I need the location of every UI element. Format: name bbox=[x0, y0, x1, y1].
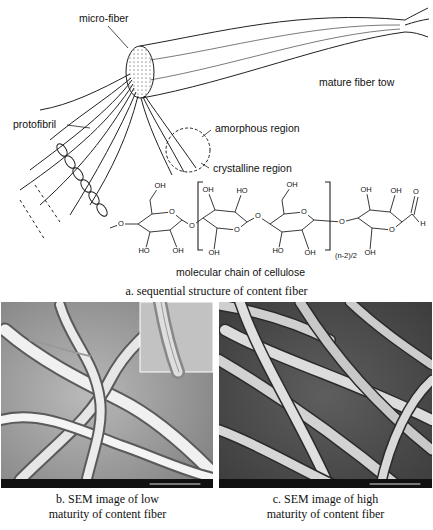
protofibril-line bbox=[143, 97, 184, 172]
atom-label: OH bbox=[285, 181, 298, 189]
atom-label: OH bbox=[201, 186, 214, 194]
part-label: amorphous region bbox=[214, 122, 301, 134]
atom-label: O bbox=[300, 208, 308, 216]
protofibril-line bbox=[40, 74, 130, 110]
part-label: crystalline region bbox=[212, 162, 293, 174]
bond bbox=[170, 230, 177, 248]
figure-caption: a. sequential structure of content fiber bbox=[0, 284, 433, 299]
atom-label: H bbox=[419, 220, 426, 228]
double-bond bbox=[411, 195, 418, 215]
protofibril-line bbox=[50, 78, 131, 140]
fiber-drawing bbox=[20, 8, 429, 240]
tow-tip bbox=[405, 19, 429, 25]
atom-label: O bbox=[388, 226, 396, 234]
leader-line bbox=[108, 26, 128, 48]
atom-label: OH bbox=[363, 249, 376, 257]
atom-label: HO bbox=[271, 247, 284, 255]
atom-label: HO bbox=[137, 247, 150, 255]
part-label: protofibril bbox=[12, 118, 57, 130]
bond bbox=[390, 195, 395, 212]
repeat-bracket bbox=[325, 182, 330, 250]
bond bbox=[146, 232, 150, 248]
protofibril-line bbox=[90, 96, 138, 205]
atom-label: O bbox=[338, 218, 346, 226]
sem-image-high bbox=[219, 302, 432, 488]
figure-caption: b. SEM image of low maturity of content … bbox=[40, 492, 175, 522]
figure-caption: c. SEM image of high maturity of content… bbox=[258, 492, 393, 522]
atom-label: OH bbox=[359, 186, 372, 194]
micro-fiber-end bbox=[126, 46, 154, 98]
bond bbox=[302, 230, 309, 250]
protofibril-line bbox=[141, 98, 172, 175]
bond bbox=[209, 194, 215, 210]
atom-label: OH bbox=[171, 247, 184, 255]
atom-label: O bbox=[188, 222, 196, 230]
part-label: molecular chain of cellulose bbox=[175, 266, 306, 278]
atom-label: OH bbox=[303, 249, 316, 257]
bond bbox=[214, 228, 217, 250]
protofibril-line bbox=[70, 92, 136, 215]
bond bbox=[279, 232, 282, 248]
atom-label: HO bbox=[235, 187, 248, 195]
bond bbox=[150, 188, 158, 214]
bond bbox=[402, 214, 419, 222]
atom-label: O bbox=[412, 188, 420, 196]
subscript-label: (n-2)/2 bbox=[334, 252, 358, 260]
cellulose-structure bbox=[110, 182, 419, 250]
bond bbox=[370, 228, 372, 250]
tow-tip bbox=[405, 32, 428, 37]
leader-line bbox=[67, 125, 90, 128]
tow-strand bbox=[150, 25, 400, 60]
bead-chain bbox=[20, 142, 109, 240]
leader-line bbox=[201, 163, 209, 168]
zoom-circle bbox=[166, 128, 210, 172]
tow-tip bbox=[405, 8, 428, 20]
atom-label: OH bbox=[153, 182, 166, 190]
tow-outline bbox=[142, 32, 405, 98]
tow-outline bbox=[140, 17, 405, 46]
part-label: mature fiber tow bbox=[318, 76, 395, 88]
leader-line bbox=[202, 130, 211, 137]
sem-image-low bbox=[1, 302, 213, 488]
bond bbox=[367, 194, 370, 210]
bond bbox=[282, 188, 290, 214]
bond bbox=[235, 195, 241, 212]
atom-label: OH bbox=[207, 249, 220, 257]
atom-label: O bbox=[233, 226, 241, 234]
atom-label: O bbox=[117, 220, 125, 228]
atom-label: O bbox=[254, 212, 262, 220]
tow-strand bbox=[150, 29, 400, 80]
atom-label: OH bbox=[389, 187, 402, 195]
bond bbox=[314, 218, 358, 222]
part-label: micro-fiber bbox=[78, 12, 130, 24]
atom-label: O bbox=[168, 208, 176, 216]
